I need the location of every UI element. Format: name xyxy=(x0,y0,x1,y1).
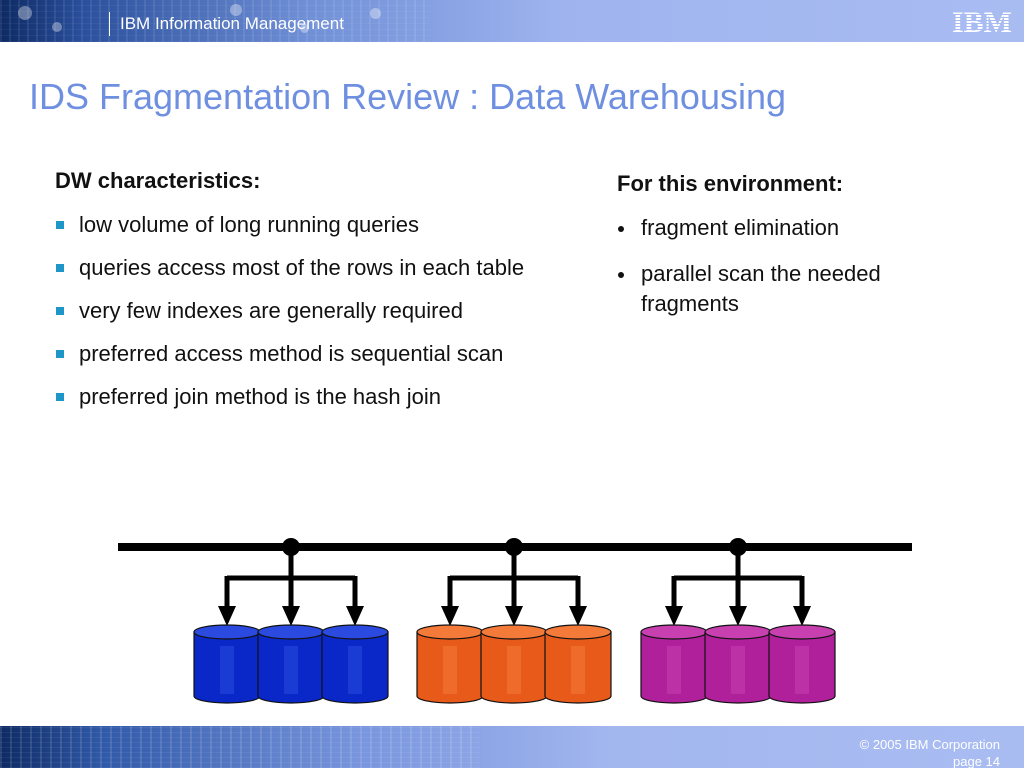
disk-cylinder-icon xyxy=(480,624,548,704)
list-item: preferred join method is the hash join xyxy=(55,384,615,409)
dw-characteristics-heading: DW characteristics: xyxy=(55,168,261,193)
header-bar: IBM Information Management IBM xyxy=(0,0,1024,42)
footer-bar: © 2005 IBM Corporation page 14 xyxy=(0,726,1024,768)
fragment-group xyxy=(640,538,836,704)
header-divider xyxy=(109,12,110,36)
disk-cylinder-icon xyxy=(321,624,389,704)
disk-top xyxy=(257,624,325,640)
disk-highlight xyxy=(507,646,521,694)
fragment-group xyxy=(416,538,612,704)
fragment-group xyxy=(193,538,389,704)
list-item-text: parallel scan the needed fragments xyxy=(641,261,881,316)
list-item: fragment elimination xyxy=(617,213,947,243)
dw-characteristics-list: low volume of long running queries queri… xyxy=(55,212,615,409)
disk-highlight xyxy=(795,646,809,694)
disk-top xyxy=(480,624,548,640)
arrow-head-icon xyxy=(505,606,523,626)
disk-top xyxy=(704,624,772,640)
ibm-logo-icon: IBM xyxy=(952,6,1012,36)
disk-highlight xyxy=(731,646,745,694)
disk-cylinder-icon xyxy=(640,624,708,704)
disk-top xyxy=(193,624,261,640)
arrow-head-icon xyxy=(346,606,364,626)
disk-top xyxy=(768,624,836,640)
environment-list: fragment elimination parallel scan the n… xyxy=(617,213,947,319)
product-name: IBM Information Management xyxy=(120,14,344,33)
copyright-text: © 2005 IBM Corporation xyxy=(859,737,1000,752)
square-bullet-icon xyxy=(56,393,64,401)
list-item: low volume of long running queries xyxy=(55,212,615,237)
list-item: queries access most of the rows in each … xyxy=(55,255,615,280)
disk-highlight xyxy=(443,646,457,694)
list-item-text: queries access most of the rows in each … xyxy=(79,255,525,280)
square-bullet-icon xyxy=(56,307,64,315)
disk-cylinder-icon xyxy=(416,624,484,704)
header-decoration xyxy=(52,22,62,32)
footer-pattern xyxy=(0,726,480,768)
list-item-text: preferred access method is sequential sc… xyxy=(79,341,504,366)
round-bullet-icon xyxy=(618,272,624,278)
footer-text: © 2005 IBM Corporation page 14 xyxy=(860,736,1000,768)
disk-highlight xyxy=(284,646,298,694)
disk-cylinder-icon xyxy=(704,624,772,704)
list-item: preferred access method is sequential sc… xyxy=(55,341,615,366)
header-decoration xyxy=(300,24,309,33)
list-item-text: fragment elimination xyxy=(641,215,840,240)
arrow-head-icon xyxy=(441,606,459,626)
arrow-head-icon xyxy=(793,606,811,626)
round-bullet-icon xyxy=(618,226,624,232)
disk-highlight xyxy=(220,646,234,694)
disk-top xyxy=(321,624,389,640)
dw-characteristics-section: DW characteristics: low volume of long r… xyxy=(55,168,615,409)
page-title: IDS Fragmentation Review : Data Warehous… xyxy=(29,76,787,117)
list-item-text: very few indexes are generally required xyxy=(79,298,463,323)
disk-cylinder-icon xyxy=(768,624,836,704)
square-bullet-icon xyxy=(56,264,64,272)
header-decoration xyxy=(230,4,242,16)
arrow-head-icon xyxy=(569,606,587,626)
disk-cylinder-icon xyxy=(193,624,261,704)
header-decoration xyxy=(370,8,381,19)
ibm-logo-text: IBM xyxy=(952,6,1012,36)
environment-heading: For this environment: xyxy=(617,171,844,196)
environment-section: For this environment: fragment eliminati… xyxy=(617,171,947,319)
disk-highlight xyxy=(348,646,362,694)
arrow-head-icon xyxy=(665,606,683,626)
list-item: parallel scan the needed fragments xyxy=(617,259,947,319)
page-number: page 14 xyxy=(953,754,1000,768)
disk-top xyxy=(544,624,612,640)
arrow-head-icon xyxy=(218,606,236,626)
disk-cylinder-icon xyxy=(544,624,612,704)
disk-top xyxy=(640,624,708,640)
header-decoration xyxy=(18,6,32,20)
disk-top xyxy=(416,624,484,640)
arrow-head-icon xyxy=(282,606,300,626)
arrow-head-icon xyxy=(729,606,747,626)
square-bullet-icon xyxy=(56,221,64,229)
square-bullet-icon xyxy=(56,350,64,358)
header-pattern xyxy=(0,0,430,42)
list-item-text: low volume of long running queries xyxy=(79,212,419,237)
list-item-text: preferred join method is the hash join xyxy=(79,384,441,409)
fragment-groups xyxy=(193,538,836,704)
list-item: very few indexes are generally required xyxy=(55,298,615,323)
disk-highlight xyxy=(667,646,681,694)
disk-highlight xyxy=(571,646,585,694)
disk-cylinder-icon xyxy=(257,624,325,704)
